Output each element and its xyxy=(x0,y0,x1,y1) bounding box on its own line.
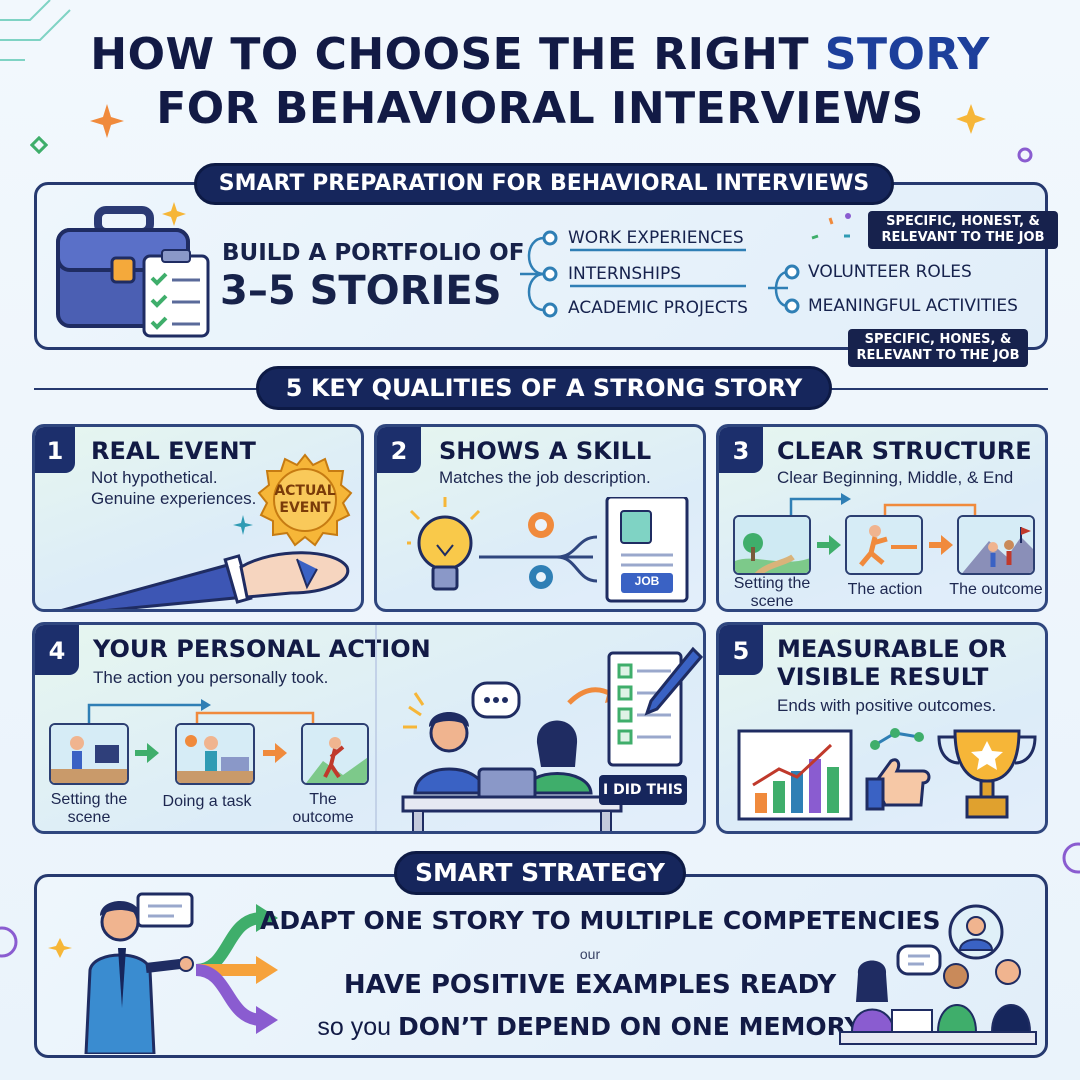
strategy-header: SMART STRATEGY xyxy=(394,851,686,895)
arrow-right-icon xyxy=(135,743,159,763)
circle-icon xyxy=(1017,147,1033,163)
step-label: Doing a task xyxy=(162,793,252,810)
criteria-tag-top: SPECIFIC, HONEST, & RELEVANT TO THE JOB xyxy=(868,211,1058,249)
card-divider xyxy=(375,625,377,831)
connector-lines xyxy=(520,230,800,318)
page-title: HOW TO CHOOSE THE RIGHT STORY FOR BEHAVI… xyxy=(0,28,1080,136)
step-label: The action xyxy=(847,581,923,598)
arrow-right-icon xyxy=(263,743,287,763)
quality-number: 4 xyxy=(35,625,79,675)
briefcase-icon xyxy=(56,206,210,338)
quality-number: 5 xyxy=(719,625,763,675)
qualities-header: 5 KEY QUALITIES OF A STRONG STORY xyxy=(256,366,832,410)
quality-card-real-event: 1 REAL EVENT Not hypothetical. Genuine e… xyxy=(32,424,364,612)
quality-subtitle: Clear Beginning, Middle, & End xyxy=(777,468,1014,487)
quality-title: YOUR PERSONAL ACTION xyxy=(93,635,431,663)
scene-setting-thumbnail xyxy=(733,515,811,575)
portfolio-item: WORK EXPERIENCES xyxy=(568,228,744,248)
step-label: The outcome xyxy=(949,581,1043,598)
step-label: Setting the scene xyxy=(733,575,811,610)
preparation-header: SMART PREPARATION FOR BEHAVIORAL INTERVI… xyxy=(194,163,894,205)
portfolio-item: MEANINGFUL ACTIVITIES xyxy=(808,296,1018,316)
title-line-2: FOR BEHAVIORAL INTERVIEWS xyxy=(156,83,924,134)
sparkle-icon xyxy=(90,104,124,138)
strategy-line-2: HAVE POSITIVE EXAMPLES READY xyxy=(343,970,837,1000)
outcome-thumbnail xyxy=(301,723,369,785)
actual-event-seal-icon xyxy=(257,453,353,547)
quality-subtitle: Ends with positive outcomes. xyxy=(777,696,997,715)
scene-setting-thumbnail xyxy=(49,723,129,785)
quality-title: SHOWS A SKILL xyxy=(439,437,652,465)
portfolio-line-2: 3–5 STORIES xyxy=(220,268,502,314)
confetti-icon xyxy=(811,213,851,240)
quality-card-personal-action: 4 YOUR PERSONAL ACTION The action you pe… xyxy=(32,622,706,834)
title-line-1: HOW TO CHOOSE THE RIGHT STORY xyxy=(90,29,990,80)
quality-card-clear-structure: 3 CLEAR STRUCTURE Clear Beginning, Middl… xyxy=(716,424,1048,612)
arrow-right-icon xyxy=(817,535,841,555)
circle-icon xyxy=(1062,842,1080,874)
quality-card-shows-skill: 2 SHOWS A SKILL Matches the job descript… xyxy=(374,424,706,612)
action-thumbnail xyxy=(845,515,923,575)
idea-to-job-illustration xyxy=(407,497,689,603)
circle-icon xyxy=(0,926,18,958)
quality-title: REAL EVENT xyxy=(91,437,256,465)
quality-subtitle: Matches the job description. xyxy=(439,468,651,487)
quality-subtitle: The action you personally took. xyxy=(93,668,329,687)
actual-event-badge-label: ACTUAL EVENT xyxy=(274,483,336,516)
i-did-this-sign: I DID THIS xyxy=(603,782,683,798)
doing-task-thumbnail xyxy=(175,723,255,785)
portfolio-line-1: BUILD A PORTFOLIO OF xyxy=(222,240,525,266)
sparkle-icon xyxy=(233,515,253,535)
sparkle-icon xyxy=(162,202,186,226)
quality-title: CLEAR STRUCTURE xyxy=(777,437,1032,465)
outcome-thumbnail xyxy=(957,515,1035,575)
step-label: The outcome xyxy=(292,791,354,826)
team-meeting-illustration xyxy=(839,904,1037,1045)
quality-subtitle: Not hypothetical. Genuine experiences. xyxy=(91,468,257,508)
team-working-illustration xyxy=(401,646,703,831)
portfolio-item: INTERNSHIPS xyxy=(568,264,682,284)
strategy-line-1: ADAPT ONE STORY TO MULTIPLE COMPETENCIES xyxy=(260,906,941,935)
presenter-with-arrows-illustration xyxy=(48,892,278,1054)
strategy-or: our xyxy=(579,946,601,962)
quality-number: 2 xyxy=(377,427,421,473)
quality-card-measurable-result: 5 MEASURABLE OR VISIBLE RESULT Ends with… xyxy=(716,622,1048,834)
portfolio-item: ACADEMIC PROJECTS xyxy=(568,298,748,318)
sparkle-icon xyxy=(956,104,986,134)
hand-holding-badge-icon xyxy=(61,551,350,609)
quality-title-line-2: VISIBLE RESULT xyxy=(777,663,989,691)
diamond-icon xyxy=(30,136,48,154)
step-label: Setting the scene xyxy=(50,791,128,826)
circuit-decoration-icon xyxy=(0,0,71,61)
quality-number: 1 xyxy=(35,427,75,473)
strategy-line-3: so you DON’T DEPEND ON ONE MEMORY xyxy=(317,1012,863,1041)
arrow-right-icon xyxy=(929,535,953,555)
quality-title-line-1: MEASURABLE OR xyxy=(777,635,1007,663)
job-doc-label: JOB xyxy=(634,574,660,588)
criteria-tag-bottom: SPECIFIC, HONES, & RELEVANT TO THE JOB xyxy=(848,329,1028,367)
portfolio-item: VOLUNTEER ROLES xyxy=(808,262,972,282)
quality-number: 3 xyxy=(719,427,763,473)
results-chart-trophy-illustration xyxy=(737,728,1037,821)
